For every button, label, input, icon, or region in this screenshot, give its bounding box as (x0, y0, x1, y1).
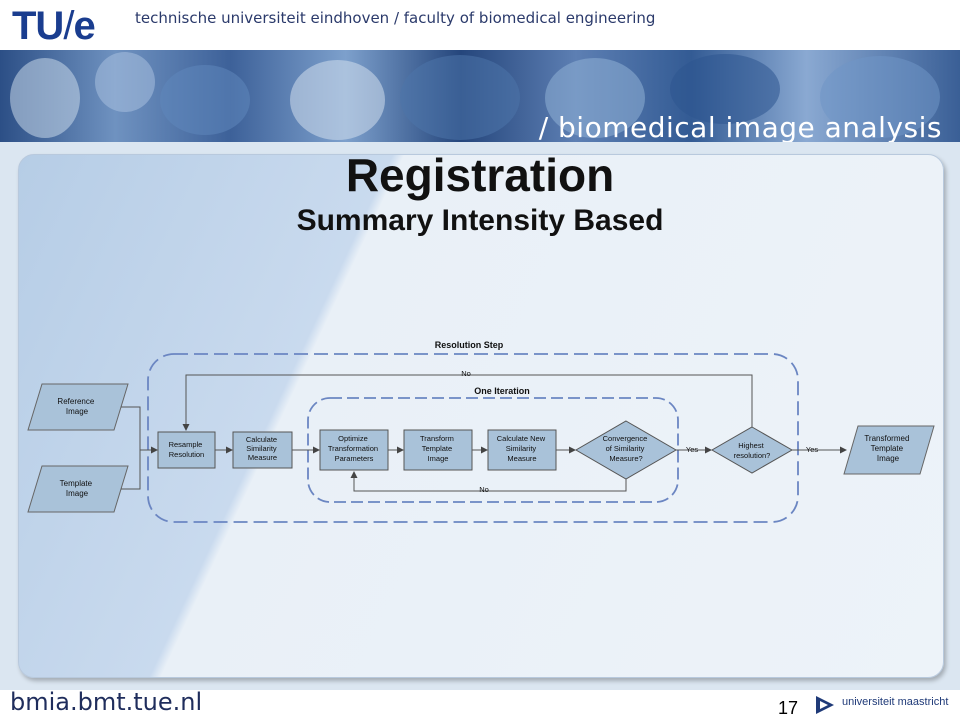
highest-resolution-label: Highest resolution? (734, 441, 771, 460)
tue-logo: TU/e (12, 4, 96, 48)
optimize-parameters-label: Optimize Transformation Parameters (328, 434, 380, 463)
outer-no-label: No (461, 369, 471, 378)
one-iteration-label: One Iteration (474, 386, 530, 396)
template-image-label: Template Image (60, 479, 95, 498)
inner-no-label: No (479, 485, 489, 494)
registration-flow-diagram: Resolution Step One Iteration Reference … (27, 340, 935, 523)
transformed-image-label: Transformed Template Image (864, 434, 911, 463)
calc-new-similarity-label: Calculate New Similarity Measure (497, 434, 547, 463)
transform-template-box (403, 429, 473, 471)
reference-image-shape (27, 383, 129, 431)
slide-title: Registration (345, 149, 615, 201)
resample-resolution-box (157, 431, 216, 469)
calc-new-similarity-box (487, 429, 557, 471)
convergence-label: Convergence of Similarity Measure? (603, 434, 650, 463)
footer (0, 690, 960, 720)
convergence-yes-label: Yes (686, 445, 698, 454)
banner-image: / biomedical image analysis (0, 50, 960, 142)
transformed-image-shape (843, 425, 935, 475)
optimize-parameters-box (319, 429, 389, 471)
template-input-connector (121, 450, 141, 490)
calc-similarity-box (232, 431, 293, 469)
banner-title: / biomedical image analysis (538, 111, 942, 142)
um-logo-icon (816, 696, 834, 714)
resolution-step-label: Resolution Step (435, 340, 504, 350)
resample-resolution-label: Resample Resolution (169, 440, 205, 459)
reference-image-label: Reference Image (57, 397, 96, 416)
institution-name: technische universiteit eindhoven / facu… (135, 9, 656, 27)
transform-template-label: Transform Template Image (420, 434, 456, 463)
highest-yes-label: Yes (806, 445, 818, 454)
page-number: 17 (778, 698, 799, 718)
inner-no-loop (350, 471, 627, 492)
one-iteration-region (307, 397, 679, 503)
content-panel (18, 154, 944, 678)
footer-url: bmia.bmt.tue.nl (10, 688, 203, 716)
reference-input-connector (121, 406, 141, 450)
partner-name: universiteit maastricht (842, 696, 949, 708)
outer-no-loop (182, 374, 753, 431)
highest-resolution-decision (710, 426, 794, 474)
template-image-shape (27, 465, 129, 513)
slide-subtitle: Summary Intensity Based (296, 204, 664, 237)
header: TU/e technische universiteit eindhoven /… (0, 0, 960, 50)
calc-similarity-label: Calculate Similarity Measure (246, 435, 279, 462)
resolution-step-region (147, 353, 799, 523)
